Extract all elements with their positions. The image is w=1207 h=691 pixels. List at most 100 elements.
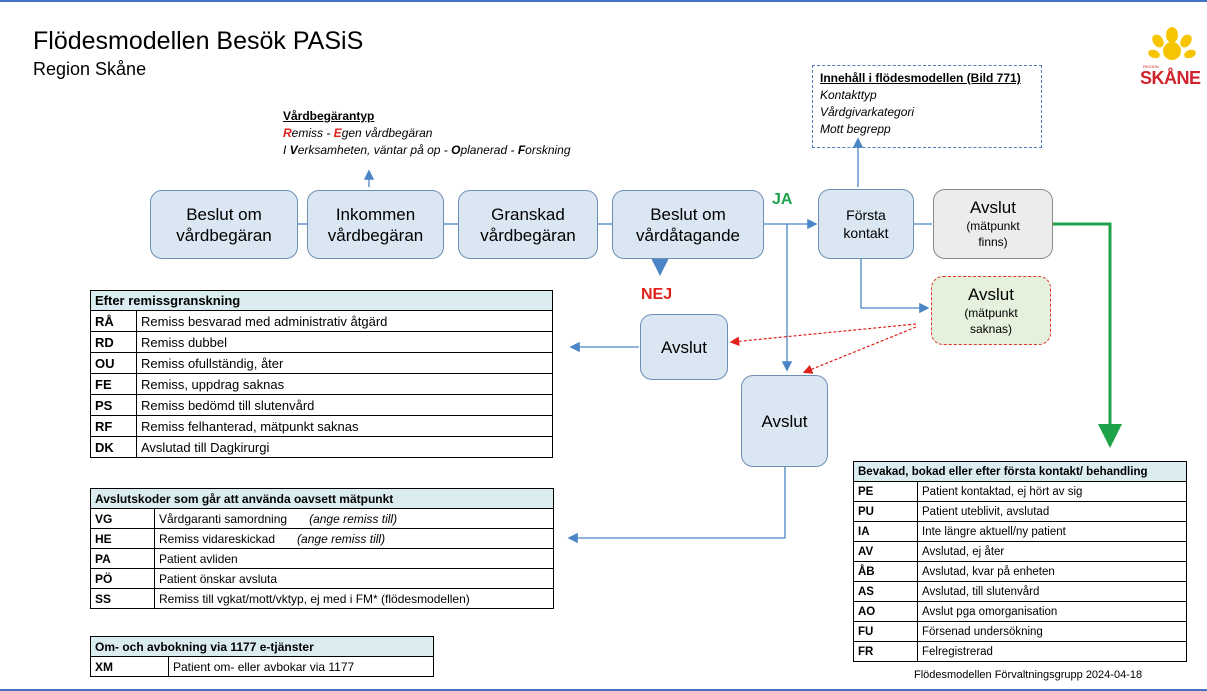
code-cell: RF	[90, 415, 137, 437]
box-avslut-mid[interactable]: Avslut	[741, 375, 828, 467]
arrow-red-to-avslut-nej	[729, 323, 917, 347]
arrow-red-to-avslut-mid	[802, 326, 917, 374]
page-subtitle: Region Skåne	[33, 59, 147, 79]
code-cell: FE	[90, 373, 137, 395]
description-note: (ange remiss till)	[309, 511, 398, 526]
description-cell: Patient önskar avsluta	[154, 568, 554, 589]
vardbegarantyp-line2: I Verksamheten, väntar på op - Oplanerad…	[283, 143, 571, 157]
code-cell: HE	[90, 528, 155, 549]
table-heading: Om- och avbokning via 1177 e-tjänster	[90, 636, 434, 657]
code-cell: PU	[853, 501, 918, 522]
code-cell: RÅ	[90, 310, 137, 332]
description-cell: Remiss ofullständig, åter	[136, 352, 553, 374]
description-cell: Remiss dubbel	[136, 331, 553, 353]
table-heading: Bevakad, bokad eller efter första kontak…	[853, 461, 1187, 482]
description-cell: Remiss bedömd till slutenvård	[136, 394, 553, 416]
description-cell: Patient kontaktad, ej hört av sig	[917, 481, 1187, 502]
arrow-green-to-bevakad	[1053, 222, 1122, 448]
code-cell: FR	[853, 641, 918, 662]
description-cell: Avslut pga omorganisation	[917, 601, 1187, 622]
label-nej: NEJ	[641, 286, 673, 303]
box-avslut-nej[interactable]: Avslut	[640, 314, 728, 380]
innehall-box: Innehåll i flödesmodellen (Bild 771) Kon…	[812, 65, 1042, 148]
region-skane-logo	[1148, 27, 1196, 60]
code-cell: ÅB	[853, 561, 918, 582]
innehall-item: Kontakttyp	[820, 88, 877, 102]
description-cell: Patient avliden	[154, 548, 554, 569]
description-cell: Patient om- eller avbokar via 1177	[168, 656, 434, 677]
description-cell: Patient uteblivit, avslutad	[917, 501, 1187, 522]
code-cell: VG	[90, 508, 155, 529]
bottom-frame-line	[0, 689, 1207, 691]
code-cell: SS	[90, 588, 155, 609]
description-cell: Inte längre aktuell/ny patient	[917, 521, 1187, 542]
footer-text: Flödesmodellen Förvaltningsgrupp 2024-04…	[914, 669, 1143, 681]
vardbegarantyp-heading: Vårdbegärantyp	[283, 109, 375, 123]
logo-region-text: REGION	[1143, 64, 1159, 69]
description-cell: Felregistrerad	[917, 641, 1187, 662]
description-cell: Avslutad, till slutenvård	[917, 581, 1187, 602]
description-cell: Avslutad, kvar på enheten	[917, 561, 1187, 582]
box-avslut-matpunkt-finns[interactable]: Avslut (mätpunkt finns)	[933, 189, 1053, 259]
logo-skane-text: SKÅNE	[1140, 68, 1201, 88]
description-cell: Försenad undersökning	[917, 621, 1187, 642]
description-cell: Vårdgaranti samordning(ange remiss till)	[154, 508, 554, 529]
description-cell: Remiss vidareskickad(ange remiss till)	[154, 528, 554, 549]
arrow-to-avslut-table	[567, 466, 786, 544]
code-cell: FU	[853, 621, 918, 642]
vardbegarantyp-note: Vårdbegärantyp Remiss - Egen vårdbegäran…	[283, 108, 571, 159]
innehall-heading: Innehåll i flödesmodellen (Bild 771)	[820, 71, 1021, 85]
description-cell: Remiss, uppdrag saknas	[136, 373, 553, 395]
code-cell: XM	[90, 656, 169, 677]
description-cell: Remiss till vgkat/mott/vktyp, ej med i F…	[154, 588, 554, 609]
description-cell: Avslutad, ej åter	[917, 541, 1187, 562]
innehall-item: Vårdgivarkategori	[820, 105, 915, 119]
table-heading: Avslutskoder som går att använda oavsett…	[90, 488, 554, 509]
description-cell: Avslutad till Dagkirurgi	[136, 436, 553, 458]
code-cell: IA	[853, 521, 918, 542]
description-cell: Remiss felhanterad, mätpunkt saknas	[136, 415, 553, 437]
code-cell: AV	[853, 541, 918, 562]
code-cell: PA	[90, 548, 155, 569]
code-cell: OU	[90, 352, 137, 374]
vardbegarantyp-line1: Remiss - Egen vårdbegäran	[283, 126, 433, 140]
arrow-forsta-saknas	[860, 259, 930, 314]
description-cell: Remiss besvarad med administrativ åtgärd	[136, 310, 553, 332]
page-title: Flödesmodellen Besök PASiS	[33, 27, 364, 55]
table-om-avbokning: Om- och avbokning via 1177 e-tjänster XM…	[90, 636, 434, 677]
table-avslutskoder: Avslutskoder som går att använda oavsett…	[90, 488, 554, 609]
code-cell: DK	[90, 436, 137, 458]
code-cell: AO	[853, 601, 918, 622]
code-cell: AS	[853, 581, 918, 602]
box-avslut-matpunkt-saknas[interactable]: Avslut (mätpunkt saknas)	[931, 276, 1051, 345]
top-frame-line	[0, 0, 1207, 2]
